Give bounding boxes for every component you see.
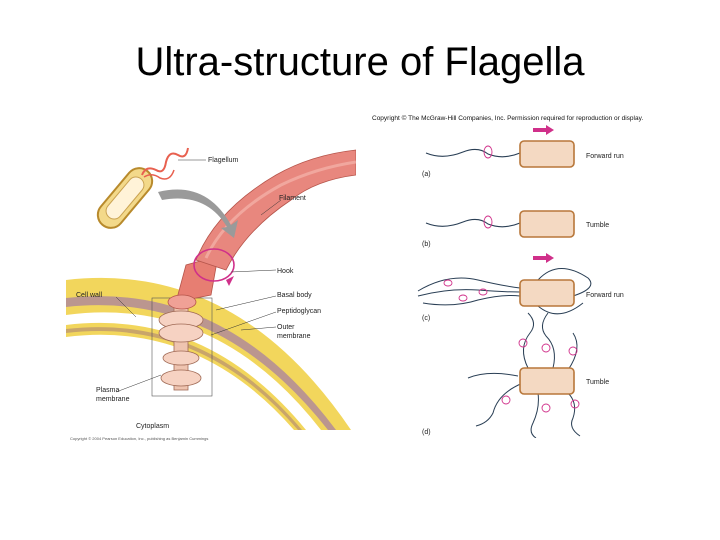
direction-arrow [533,253,554,263]
filament [195,149,356,271]
bacterial-motility-diagram: Copyright © The McGraw-Hill Companies, I… [372,114,643,438]
basal-body [151,297,213,397]
label-cytoplasm: Cytoplasm [136,423,169,430]
bacterial-cell [519,210,575,238]
label-cell-wall: Cell wall [76,292,103,299]
panel-b-label: Tumble [586,222,609,229]
zoom-arrow [158,189,238,238]
label-basal-body: Basal body [277,292,312,299]
label-outer-membrane-2: membrane [277,333,311,340]
label-peptidoglycan: Peptidoglycan [277,308,321,315]
slide-title: Ultra-structure of Flagella [135,40,585,84]
bacterial-cell [519,279,575,307]
panel-a-label: Forward run [586,153,624,160]
panel-d-letter: (d) [422,429,431,436]
panel-d: Tumble (d) [422,312,609,438]
bacterial-cell [519,367,575,395]
label-flagellum: Flagellum [208,157,239,164]
bacterium-illustration [96,147,189,229]
figure-credit: Copyright © 2004 Pearson Education, Inc.… [70,436,208,441]
panel-c: Forward run (c) [417,253,624,322]
bacterial-cell [519,140,575,168]
label-filament: Filament [279,195,306,202]
label-outer-membrane-1: Outer [277,324,295,331]
panel-c-letter: (c) [422,315,430,322]
panel-b-letter: (b) [422,241,431,248]
panel-a-letter: (a) [422,171,431,178]
panel-d-label: Tumble [586,379,609,386]
flagellum [141,147,189,176]
label-plasma-membrane-2: membrane [96,396,130,403]
copyright-notice: Copyright © The McGraw-Hill Companies, I… [372,114,643,122]
flagellum-structure-diagram: Flagellum Filament Hook Cell wall Basal … [66,147,356,445]
panel-b: Tumble (b) [422,210,609,248]
direction-arrow [533,125,554,135]
panel-c-label: Forward run [586,292,624,299]
label-hook: Hook [277,268,294,275]
panel-a: Forward run (a) [422,125,624,178]
label-plasma-membrane-1: Plasma [96,387,119,394]
rotation-arrow [193,248,235,282]
